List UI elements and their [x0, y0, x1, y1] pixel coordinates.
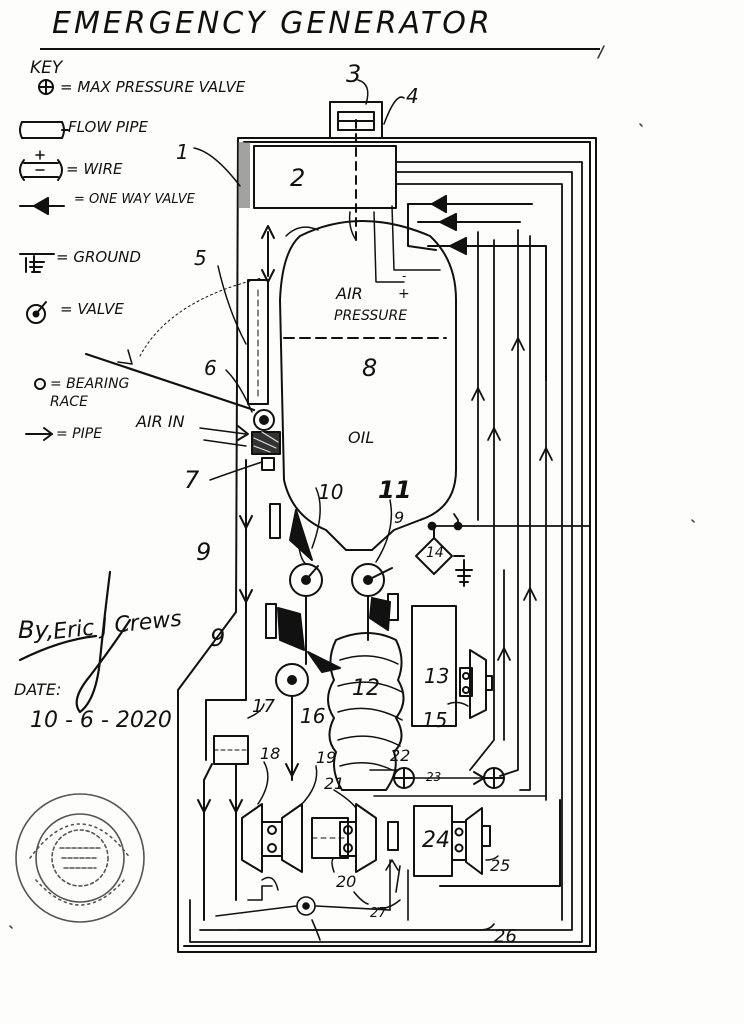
number-21: 21	[324, 774, 345, 793]
component-17	[197, 703, 265, 921]
turbine-19	[281, 765, 318, 873]
housing	[177, 137, 597, 953]
valves-22-23	[369, 767, 547, 797]
number-9: 9	[196, 538, 212, 566]
spiral-turbine	[327, 632, 405, 791]
one-way-valves	[407, 195, 547, 381]
number-15: 15	[422, 708, 448, 732]
flow-pipe-icon	[19, 121, 69, 139]
number-9c: 9	[394, 508, 405, 527]
date-value: 10 - 6 - 2020	[30, 708, 172, 733]
label-air-in: AIR IN	[136, 412, 185, 431]
number-20: 20	[336, 872, 357, 891]
turbine-18	[241, 761, 283, 873]
key-item-one-way-valve: = ONE WAY VALVE	[74, 192, 195, 207]
turbine-21	[333, 789, 399, 873]
key-heading: KEY	[30, 58, 63, 78]
return-flow-pipes	[469, 229, 553, 801]
pipe-icon	[25, 427, 53, 441]
bottom-wiring	[215, 859, 495, 941]
title-underline	[40, 48, 600, 50]
label-pressure: PRESSURE	[334, 308, 408, 324]
author-by: By,	[18, 616, 55, 644]
battery-24	[413, 799, 561, 887]
number-6: 6	[204, 356, 217, 380]
number-1: 1	[176, 140, 189, 164]
key-item-max-pressure-valve: = MAX PRESSURE VALVE	[60, 78, 246, 96]
key-item-pipe: = PIPE	[56, 426, 103, 442]
label-oil: OIL	[348, 428, 375, 447]
number-24: 24	[422, 828, 450, 853]
max-pressure-valve-icon	[38, 79, 54, 95]
component-13	[411, 605, 493, 727]
sensor-14	[415, 525, 473, 587]
signature-flourish	[18, 570, 132, 714]
wire-icon	[19, 150, 63, 181]
number-12: 12	[352, 676, 380, 701]
number-5: 5	[194, 246, 207, 270]
key-item-valve: = VALVE	[60, 300, 124, 318]
valve-icon	[26, 301, 47, 324]
svg-text:-: -	[402, 269, 406, 283]
number-19: 19	[316, 748, 337, 767]
number-16: 16	[300, 704, 326, 728]
max-pressure-fitting	[329, 79, 405, 139]
pressure-tank	[261, 211, 457, 551]
number-18: 18	[260, 744, 281, 763]
number-23: 23	[426, 770, 442, 784]
key-item-bearing: = BEARING	[50, 376, 130, 392]
valve-11	[351, 499, 399, 631]
compressor-box	[253, 145, 397, 209]
notary-seal	[15, 793, 145, 923]
number-13: 13	[424, 664, 450, 688]
key-item-flow-pipe: FLOW PIPE	[68, 118, 148, 136]
number-11: 11	[378, 476, 412, 504]
one-way-valve-icon	[19, 197, 65, 215]
number-4: 4	[406, 84, 419, 108]
key-item-wire: = WIRE	[66, 160, 123, 178]
air-intake-pipe	[199, 265, 281, 481]
valve-10	[269, 487, 323, 597]
number-10: 10	[318, 480, 344, 504]
number-8: 8	[362, 354, 378, 382]
diagram-title: EMERGENCY GENERATOR	[52, 6, 493, 41]
label-air: AIR	[336, 284, 363, 303]
number-25: 25	[490, 856, 511, 875]
date-label: DATE:	[14, 680, 62, 699]
svg-text:+: +	[398, 286, 410, 302]
number-14: 14	[426, 545, 444, 561]
bearing-race-icon	[34, 378, 46, 390]
key-item-race: RACE	[50, 394, 88, 410]
generator-20	[311, 817, 349, 873]
number-2: 2	[290, 164, 306, 192]
ground-icon	[19, 253, 55, 273]
number-7: 7	[184, 466, 200, 494]
number-3: 3	[346, 60, 362, 88]
key-item-ground: = GROUND	[56, 248, 141, 266]
valve-16	[265, 603, 341, 697]
